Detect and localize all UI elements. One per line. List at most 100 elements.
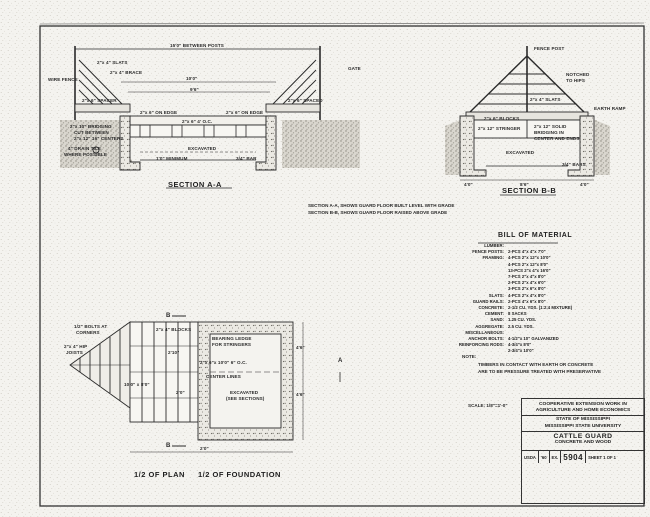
bom-row: LUMBER: bbox=[456, 243, 596, 249]
tb-date: '60 bbox=[539, 451, 550, 464]
label-spacer-left: 2"x 6" SPACER bbox=[82, 98, 117, 103]
label-bar-a: 3/4" BAR bbox=[236, 156, 257, 161]
label-dim-small: 2'0" bbox=[176, 390, 185, 395]
bom-item-value: 1.25 CU. YDS. bbox=[508, 317, 537, 323]
note-section-b: SECTION B-B, SHOWS GUARD FLOOR RAISED AB… bbox=[308, 210, 448, 215]
bom-row: FENCE POSTS:2-PCS 4"x 4"x 7'0" bbox=[456, 249, 596, 255]
bom-row: 3-PCS 2"x 6"x 8'0" bbox=[456, 286, 596, 292]
bill-of-material-title: BILL OF MATERIAL bbox=[498, 232, 573, 239]
bom-item-label: REINFORCING RODS: bbox=[458, 342, 504, 348]
bom-item-value: 2-3/4"x 10'0" bbox=[508, 348, 534, 354]
bom-row: SAND: 1.25 CU. YDS. bbox=[456, 317, 596, 323]
label-center-lines: CENTER LINES bbox=[206, 374, 241, 379]
label-plan-stringers: 2"x 6"x 10'0" 6" O.C. bbox=[200, 360, 247, 365]
label-stringers-a: 2"x 12" 16" CENTERS bbox=[74, 136, 124, 141]
label-plan-blocks: 2"x 4" BLOCKS bbox=[156, 327, 192, 332]
plan-title: 1/2 OF PLAN bbox=[134, 470, 185, 479]
label-solid-bridging: 2"x 12" SOLID bbox=[534, 124, 567, 129]
label-on-edge-right: 2"x 6" ON EDGE bbox=[226, 110, 264, 115]
label-ten-ft: 10'0" bbox=[186, 76, 198, 81]
label-corners: CORNERS bbox=[76, 330, 100, 335]
bom-row: ANCHOR BOLTS:4-1/2"x 10" GALVANIZED bbox=[456, 336, 596, 342]
bom-item-value: 4-1/2"x 10" GALVANIZED bbox=[508, 336, 559, 342]
label-stringer-b: 2"x 12" STRINGER bbox=[478, 126, 521, 131]
note-preservative: ARE TO BE PRESSURE TREATED WITH PRESERVA… bbox=[478, 369, 602, 374]
label-to-hips: TO HIPS bbox=[566, 78, 585, 83]
label-slats-b: 2"x 4" SLATS bbox=[530, 97, 561, 102]
border-frame bbox=[39, 25, 645, 507]
bom-row: SLATS: 4-PCS 2"x 4"x 8'0" bbox=[456, 293, 596, 299]
foundation-right bbox=[255, 115, 277, 171]
foundation-b-right bbox=[567, 115, 595, 177]
marker-b-top: B bbox=[166, 313, 171, 319]
bom-item-value: 2-PCS 4"x 6"x 8'0" bbox=[508, 298, 546, 304]
foundation-b-left bbox=[459, 115, 487, 177]
marker-b-bottom: B bbox=[166, 443, 171, 449]
bom-row: CONCRETE:2-1/2 CU. YDS. (1:2:4 MIXTURE) bbox=[456, 305, 596, 311]
bom-item-value: 4-PCS 2"x 12"x 8'0" bbox=[508, 261, 549, 267]
label-minimum: 1'0" MINIMUM bbox=[156, 156, 188, 161]
label-for-stringers: FOR STRINGERS bbox=[212, 342, 252, 347]
marker-a: A bbox=[338, 358, 343, 364]
label-span-plan: 2'10" bbox=[168, 350, 180, 355]
title-rules bbox=[166, 187, 558, 244]
label-spacer-right: 2"x 6" SPACED bbox=[288, 98, 323, 103]
label-fence-post: FENCE POST bbox=[534, 46, 565, 51]
bom-item-label: MISCELLANEOUS: bbox=[465, 329, 504, 335]
bom-item-value: 4-3/4"x 8'0" bbox=[508, 342, 532, 348]
label-cut-between: CUT BETWEEN bbox=[74, 130, 109, 135]
bom-item-value: 4-PCS 2"x 4"x 8'0" bbox=[508, 292, 546, 298]
bom-row: GUARD RAILS: 2-PCS 4"x 6"x 8'0" bbox=[456, 299, 596, 305]
title-block: COOPERATIVE EXTENSION WORK IN AGRICULTUR… bbox=[521, 398, 645, 504]
bom-item-value: 7-PCS 2"x 4"x 8'0" bbox=[508, 274, 546, 280]
foundation-left bbox=[119, 115, 141, 171]
label-gate: GATE bbox=[348, 66, 361, 71]
label-earth-ramp: EARTH RAMP bbox=[594, 106, 626, 111]
note-head: NOTE: bbox=[462, 354, 477, 359]
bom-item-label: CEMENT: bbox=[484, 311, 504, 317]
section-b-b-drawing bbox=[445, 46, 610, 181]
bom-item-value: 4-PCS 2"x 12"x 10'0" bbox=[508, 255, 551, 261]
bom-row: 2-3/4"x 10'0" bbox=[456, 348, 596, 354]
bom-item-label: GUARD RAILS: bbox=[472, 298, 504, 304]
label-center-end: CENTER AND ENDS bbox=[534, 136, 580, 141]
label-dim-side-2: 4'6" bbox=[296, 392, 305, 397]
label-excavated-a: EXCAVATED bbox=[188, 146, 217, 151]
bom-item-value: 2-1/2 CU. YDS. (1:2:4 MIXTURE) bbox=[508, 305, 573, 311]
bom-row: 2-PCS 2"x 4"x 6'0" bbox=[456, 280, 596, 286]
tb-line-1: COOPERATIVE EXTENSION WORK IN bbox=[539, 402, 627, 407]
label-on-edge-left: 2"x 6" ON EDGE bbox=[140, 110, 178, 115]
label-wire-fence: WIRE FENCE bbox=[48, 77, 78, 82]
tb-line-3: STATE OF MISSISSIPPI bbox=[556, 417, 610, 423]
drawing-title: CATTLE GUARD bbox=[553, 432, 613, 440]
bom-row: 13-PCS 2"x 4"x 16'0" bbox=[456, 268, 596, 274]
scale-label: SCALE: 1/8"=1'-0" bbox=[468, 403, 508, 408]
label-brace-a: 2"x 4" BRACE bbox=[110, 70, 143, 75]
note-section-a: SECTION A-A, SHOWS GUARD FLOOR BUILT LEV… bbox=[308, 203, 455, 208]
label-blocks-b: 2"x 6" BLOCKS bbox=[484, 116, 520, 121]
tb-ex: EX. bbox=[550, 451, 562, 464]
bom-row: 4-PCS 2"x 12"x 8'0" bbox=[456, 262, 596, 268]
earth-right bbox=[282, 120, 360, 168]
label-see-sections: (SEE SECTIONS) bbox=[226, 396, 265, 401]
bom-item-label: SLATS: bbox=[488, 292, 504, 298]
bill-of-material-rows: LUMBER:FENCE POSTS:2-PCS 4"x 4"x 7'0"FRA… bbox=[456, 243, 596, 355]
tb-line-2: AGRICULTURE AND HOME ECONOMICS bbox=[535, 408, 631, 414]
bom-item-value: 8 SACKS bbox=[508, 311, 527, 317]
label-dim-vertical: 10'0" x 8'0" bbox=[124, 382, 150, 387]
label-bars-b: 3/4" BARS bbox=[562, 162, 586, 167]
earth-left bbox=[60, 120, 132, 168]
foundation-title: 1/2 OF FOUNDATION bbox=[198, 470, 281, 479]
bom-item-value: 3-PCS 2"x 6"x 8'0" bbox=[508, 286, 546, 292]
label-span: 9'6" bbox=[190, 87, 199, 92]
bridging-blocks bbox=[139, 124, 247, 138]
bom-row: 7-PCS 2"x 4"x 8'0" bbox=[456, 274, 596, 280]
label-drain-tile: 4" DRAIN TILE bbox=[68, 146, 102, 151]
bom-item-label: SAND: bbox=[490, 317, 504, 323]
label-plan-excavated: EXCAVATED bbox=[230, 390, 259, 395]
tb-usda: USDA bbox=[522, 451, 539, 464]
bom-item-label: FRAMING: bbox=[482, 255, 504, 261]
bom-row: AGGREGATE:2.5 CU. YDS. bbox=[456, 324, 596, 330]
label-bolts: 1/2" BOLTS AT bbox=[74, 324, 108, 329]
